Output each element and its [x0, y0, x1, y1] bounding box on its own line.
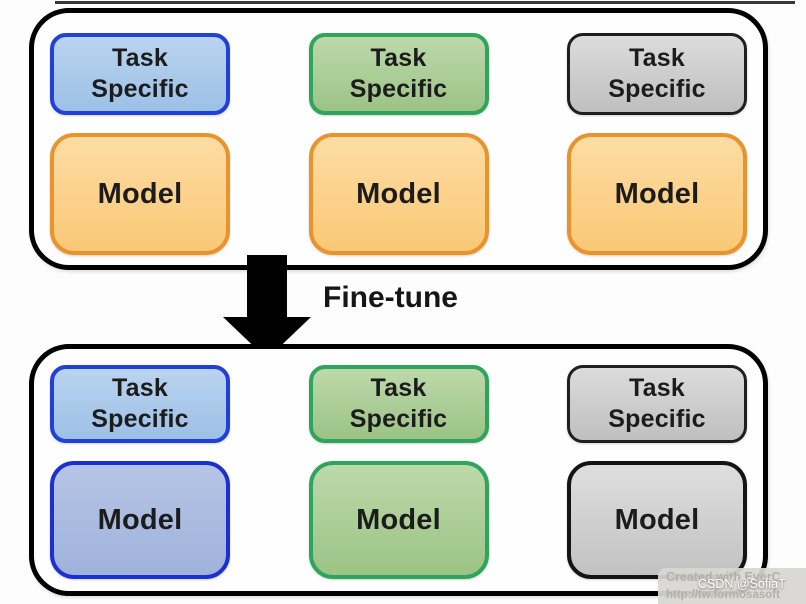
panel-column-gray: Task Specific Model [567, 365, 747, 579]
csdn-watermark-text: CSDN @SofiaT [698, 577, 786, 591]
down-arrow-shaft [247, 255, 287, 318]
task-specific-label: Task [370, 374, 427, 402]
task-specific-box-green: Task Specific [308, 365, 489, 443]
model-label: Model [356, 177, 441, 210]
task-specific-box-blue: Task Specific [50, 365, 230, 443]
task-specific-label: Task [370, 44, 427, 72]
task-specific-box-blue: Task Specific [50, 33, 230, 115]
watermark-url-text: http://tw.formosasoft [666, 589, 780, 601]
finetuned-models-panel: Task Specific Model Task Specific Model … [29, 344, 768, 596]
task-specific-box-gray: Task Specific [567, 33, 747, 115]
panel-column-blue: Task Specific Model [50, 33, 230, 255]
task-specific-label: Specific [608, 405, 706, 433]
model-box-gray: Model [567, 461, 747, 579]
task-specific-label: Task [112, 44, 168, 72]
cropped-edge-artifact [55, 1, 795, 4]
fine-tune-label: Fine-tune [323, 281, 458, 314]
task-specific-label: Specific [91, 75, 189, 103]
task-specific-box-gray: Task Specific [567, 365, 747, 443]
model-box-blue: Model [50, 461, 230, 579]
task-specific-label: Task [629, 44, 685, 72]
task-specific-label: Specific [608, 75, 706, 103]
task-specific-label: Specific [349, 405, 448, 433]
model-label: Model [614, 177, 700, 210]
model-label: Model [97, 177, 183, 210]
model-box-orange: Model [50, 133, 230, 255]
task-specific-label: Specific [349, 75, 448, 103]
panel-column-blue: Task Specific Model [50, 365, 230, 579]
panel-column-green: Task Specific Model [308, 365, 489, 579]
task-specific-box-green: Task Specific [308, 33, 489, 115]
task-specific-label: Specific [91, 405, 189, 433]
model-box-orange: Model [567, 133, 747, 255]
task-specific-label: Task [112, 374, 168, 402]
panel-column-gray: Task Specific Model [567, 33, 747, 255]
model-box-orange: Model [308, 133, 489, 255]
pretrained-models-panel: Task Specific Model Task Specific Model … [29, 8, 768, 270]
model-box-green: Model [308, 461, 489, 579]
watermark-created-text: Created with EverC [666, 570, 781, 584]
model-label: Model [614, 503, 700, 536]
task-specific-label: Task [629, 374, 685, 402]
model-label: Model [97, 503, 183, 536]
watermark: Created with EverC http://tw.formosasoft… [658, 568, 806, 604]
panel-column-green: Task Specific Model [308, 33, 489, 255]
model-label: Model [356, 503, 441, 536]
